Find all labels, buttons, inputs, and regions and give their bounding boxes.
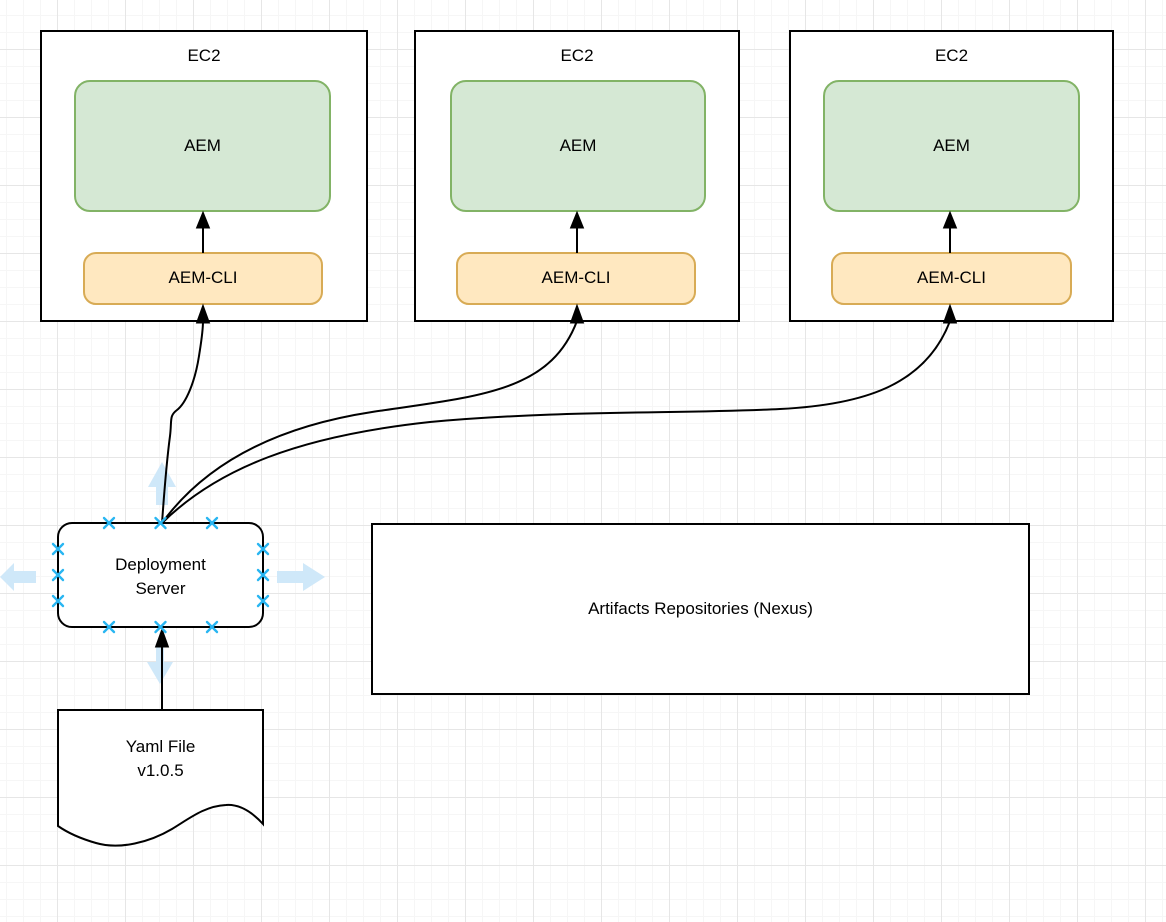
server-to-ec2-3-connector[interactable] bbox=[161, 303, 958, 524]
deployment-server-node[interactable] bbox=[57, 522, 264, 628]
hover-arrow-left-icon[interactable] bbox=[0, 563, 36, 591]
aem-cli-node-3[interactable] bbox=[831, 252, 1072, 305]
yaml-file-node[interactable] bbox=[57, 709, 264, 847]
aem-node-3[interactable] bbox=[823, 80, 1080, 212]
aem-cli-to-aem-arrow-1[interactable] bbox=[195, 210, 211, 253]
hover-arrow-right-icon[interactable] bbox=[277, 563, 325, 591]
aem-cli-to-aem-arrow-2[interactable] bbox=[569, 210, 585, 253]
aem-cli-node-1[interactable] bbox=[83, 252, 323, 305]
aem-node-2[interactable] bbox=[450, 80, 706, 212]
connection-points[interactable] bbox=[51, 516, 270, 634]
aem-node-1[interactable] bbox=[74, 80, 331, 212]
hover-arrow-up-icon[interactable] bbox=[148, 462, 176, 505]
server-to-ec2-1-connector[interactable] bbox=[161, 303, 211, 524]
hover-arrow-down-icon[interactable] bbox=[147, 645, 173, 684]
aem-cli-to-aem-arrow-3[interactable] bbox=[942, 210, 958, 253]
aem-cli-node-2[interactable] bbox=[456, 252, 696, 305]
server-to-ec2-2-connector[interactable] bbox=[161, 303, 585, 524]
artifacts-repository-node[interactable] bbox=[371, 523, 1030, 695]
yaml-to-server-arrow[interactable] bbox=[154, 627, 170, 710]
